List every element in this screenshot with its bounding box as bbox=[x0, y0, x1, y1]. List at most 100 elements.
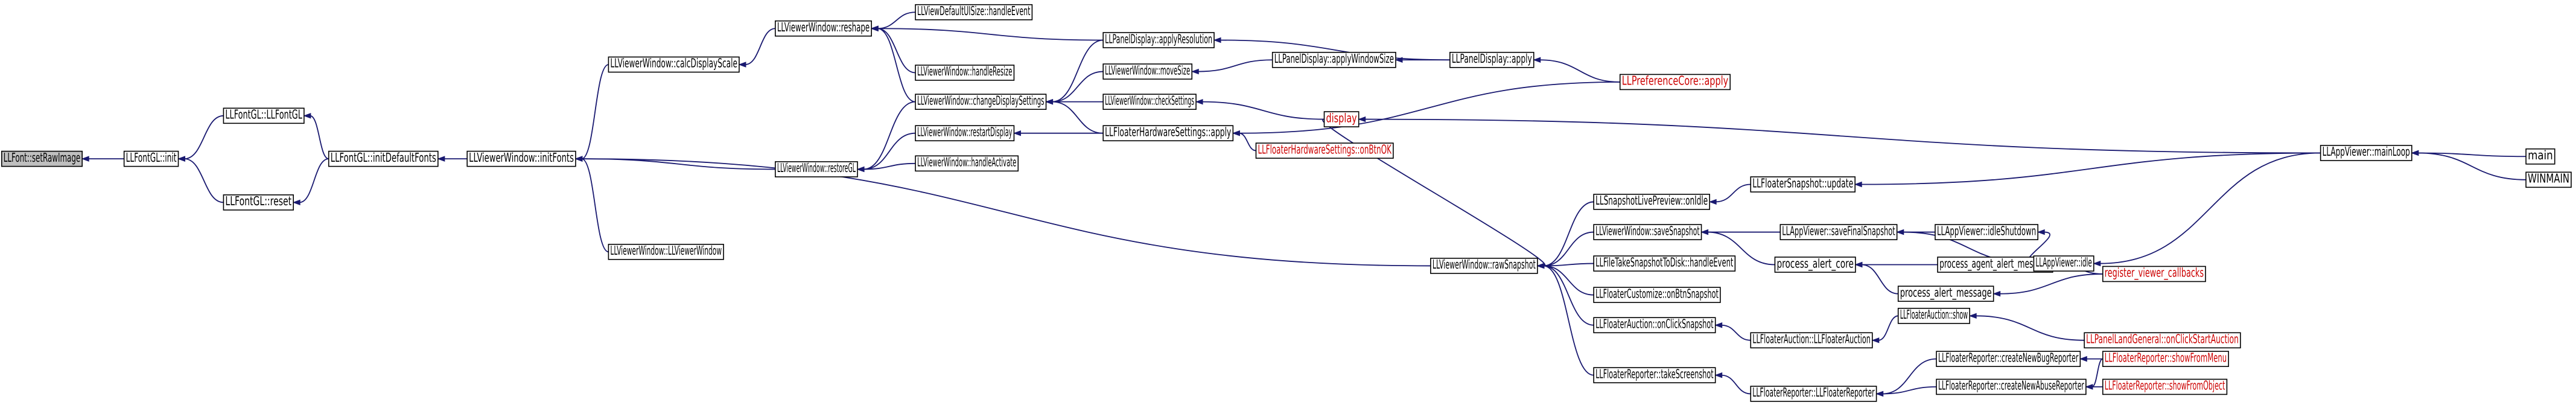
node-label-aucShow: LLFloaterAuction::show bbox=[1900, 307, 1968, 322]
node-initDefaultFonts[interactable]: LLFontGL::initDefaultFonts bbox=[328, 150, 439, 167]
node-box-handleResize bbox=[915, 65, 1015, 81]
edge-arrowhead-abuseRep-to-repCtor bbox=[1875, 391, 1884, 397]
edge-repCtor-to-repShot bbox=[1721, 374, 1751, 395]
node-box-initDefaultFonts bbox=[328, 150, 439, 167]
edge-arrowhead-applyWindowSize-to-moveSize bbox=[1191, 68, 1199, 75]
edge-applyResolution-to-reshape bbox=[877, 28, 1104, 41]
node-setRawImage[interactable]: LLFont::setRawImage bbox=[1, 150, 83, 167]
node-regCb[interactable]: register_viewer_callbacks bbox=[2102, 266, 2206, 282]
node-box-aucSnap bbox=[1593, 317, 1716, 334]
node-applyWindowSize[interactable]: LLPanelDisplay::applyWindowSize bbox=[1271, 51, 1396, 68]
edge-arrowhead-aucCtor-to-aucSnap bbox=[1714, 322, 1723, 328]
node-calcDisplayScale[interactable]: LLViewerWindow::calcDisplayScale bbox=[608, 56, 740, 73]
node-restartDisplay[interactable]: LLViewerWindow::restartDisplay bbox=[915, 124, 1015, 142]
node-saveSnapshot[interactable]: LLViewerWindow::saveSnapshot bbox=[1593, 223, 1702, 240]
node-onIdle[interactable]: LLSnapshotLivePreview::onIdle bbox=[1593, 193, 1710, 210]
node-custSnap[interactable]: LLFloaterCustomize::onBtnSnapshot bbox=[1593, 286, 1721, 303]
edge-aucShow-to-aucCtor bbox=[1878, 315, 1898, 341]
node-label-idle: LLAppViewer::idle bbox=[2035, 255, 2091, 269]
node-mainLoop[interactable]: LLAppViewer::mainLoop bbox=[2320, 144, 2412, 161]
node-repShot[interactable]: LLFloaterReporter::takeScreenshot bbox=[1593, 366, 1716, 383]
node-aucSnap[interactable]: LLFloaterAuction::onClickSnapshot bbox=[1593, 317, 1716, 334]
node-box-custSnap bbox=[1593, 287, 1721, 303]
edge-mainLoop-to-snapUpdate bbox=[1861, 152, 2321, 185]
node-hwOnBtnOK[interactable]: LLFloaterHardwareSettings::onBtnOK bbox=[1255, 142, 1394, 159]
node-label-onIdle: LLSnapshotLivePreview::onIdle bbox=[1595, 193, 1708, 208]
node-initFonts[interactable]: LLViewerWindow::initFonts bbox=[466, 150, 576, 167]
node-label-alertCore: process_alert_core bbox=[1776, 256, 1853, 270]
node-ctor[interactable]: LLFontGL::LLFontGL bbox=[223, 107, 305, 124]
node-label-checkSettings: LLViewerWindow::checkSettings bbox=[1105, 93, 1194, 107]
node-init[interactable]: LLFontGL::init bbox=[123, 150, 179, 167]
edge-repShot-to-rawSnapshot bbox=[1543, 265, 1594, 376]
edge-arrowhead-mainLoop-to-idle bbox=[2093, 260, 2101, 267]
node-panelApply[interactable]: LLPanelDisplay::apply bbox=[1449, 51, 1534, 68]
edge-handleEvent-to-reshape bbox=[877, 11, 916, 30]
edge-onIdle-to-rawSnapshot bbox=[1543, 201, 1594, 267]
edge-showMenu-to-abuseRep bbox=[2091, 358, 2104, 387]
node-handleEvent[interactable]: LLViewDefaultUISize::handleEvent bbox=[915, 4, 1033, 21]
node-restoreGL[interactable]: LLViewerWindow::restoreGL bbox=[775, 161, 858, 177]
edge-handleActivate-to-restoreGL bbox=[863, 162, 916, 170]
node-box-display bbox=[1323, 111, 1360, 127]
edge-restartDisplay-to-restoreGL bbox=[863, 132, 916, 170]
node-label-calcDisplayScale: LLViewerWindow::calcDisplayScale bbox=[610, 56, 737, 71]
node-moveSize[interactable]: LLViewerWindow::moveSize bbox=[1102, 63, 1193, 80]
node-idle[interactable]: LLAppViewer::idle bbox=[2033, 255, 2094, 272]
node-label-snapUpdate: LLFloaterSnapshot::update bbox=[1752, 176, 1853, 190]
node-vwCtor[interactable]: LLViewerWindow::LLViewerWindow bbox=[608, 243, 724, 260]
node-display[interactable]: display bbox=[1323, 110, 1360, 127]
node-hwApply[interactable]: LLFloaterHardwareSettings::apply bbox=[1102, 124, 1234, 142]
node-box-reshape bbox=[775, 20, 872, 37]
node-aucShow[interactable]: LLFloaterAuction::show bbox=[1897, 307, 1970, 324]
edge-landAuc-to-aucShow bbox=[1976, 315, 2085, 341]
edge-arrowhead-applyResolution-to-reshape bbox=[870, 25, 879, 31]
node-box-mainLoop bbox=[2320, 145, 2412, 161]
node-showMenu[interactable]: LLFloaterReporter::showFromMenu bbox=[2102, 350, 2229, 367]
node-box-showMenu bbox=[2102, 351, 2229, 367]
edge-initDefaultFonts-to-reset bbox=[299, 158, 329, 203]
edge-prefApply-to-hwApply bbox=[1239, 81, 1620, 134]
node-label-init: LLFontGL::init bbox=[126, 150, 177, 165]
node-landAuc[interactable]: LLPanelLandGeneral::onClickStartAuction bbox=[2084, 332, 2241, 349]
node-handleResize[interactable]: LLViewerWindow::handleResize bbox=[915, 64, 1015, 81]
node-repCtor[interactable]: LLFloaterReporter::LLFloaterReporter bbox=[1750, 385, 1877, 402]
node-label-vwCtor: LLViewerWindow::LLViewerWindow bbox=[610, 243, 722, 258]
node-label-landAuc: LLPanelLandGeneral::onClickStartAuction bbox=[2086, 332, 2239, 346]
node-alertMsg[interactable]: process_alert_message bbox=[1897, 285, 1994, 302]
node-abuseRep[interactable]: LLFloaterReporter::createNewAbuseReporte… bbox=[1936, 378, 2087, 395]
node-reshape[interactable]: LLViewerWindow::reshape bbox=[775, 20, 872, 37]
node-showObj[interactable]: LLFloaterReporter::showFromObject bbox=[2102, 378, 2228, 395]
node-box-rawSnapshot bbox=[1430, 258, 1538, 274]
node-checkSettings[interactable]: LLViewerWindow::checkSettings bbox=[1102, 93, 1197, 110]
node-prefApply[interactable]: LLPreferenceCore::apply bbox=[1619, 74, 1731, 91]
node-aucCtor[interactable]: LLFloaterAuction::LLFloaterAuction bbox=[1750, 332, 1873, 349]
node-idleShutdown[interactable]: LLAppViewer::idleShutdown bbox=[1935, 223, 2039, 240]
node-alertCore[interactable]: process_alert_core bbox=[1774, 256, 1856, 273]
node-saveFinal[interactable]: LLAppViewer::saveFinalSnapshot bbox=[1779, 223, 1898, 240]
edge-display-to-checkSettings bbox=[1202, 101, 1325, 120]
edge-main-to-mainLoop bbox=[2417, 152, 2527, 158]
edge-arrowhead-hwApply-to-restartDisplay bbox=[1013, 130, 1021, 136]
edge-rawSnapshot-to-initFonts bbox=[581, 158, 1431, 267]
node-box-repShot bbox=[1593, 367, 1716, 383]
node-box-main bbox=[2525, 148, 2555, 165]
node-takeSnapDisk[interactable]: LLFileTakeSnapshotToDisk::handleEvent bbox=[1593, 255, 1736, 272]
node-changeDisplaySettings[interactable]: LLViewerWindow::changeDisplaySettings bbox=[915, 93, 1047, 110]
edge-prefApply-to-panelApply bbox=[1539, 59, 1620, 83]
node-box-abuseRep bbox=[1936, 378, 2087, 395]
node-label-setRawImage: LLFont::setRawImage bbox=[4, 150, 80, 165]
node-label-main: main bbox=[2528, 148, 2553, 162]
node-applyResolution[interactable]: LLPanelDisplay::applyResolution bbox=[1102, 31, 1215, 48]
edge-display-to-rawSnapshot bbox=[1322, 118, 1546, 267]
node-rawSnapshot[interactable]: LLViewerWindow::rawSnapshot bbox=[1430, 257, 1538, 274]
node-label-agentAlert: process_agent_alert_message bbox=[1939, 256, 2051, 270]
node-label-handleResize: LLViewerWindow::handleResize bbox=[917, 64, 1012, 78]
node-bugRep[interactable]: LLFloaterReporter::createNewBugReporter bbox=[1936, 350, 2081, 367]
node-snapUpdate[interactable]: LLFloaterSnapshot::update bbox=[1750, 176, 1856, 193]
node-box-reset bbox=[223, 194, 294, 211]
node-main[interactable]: main bbox=[2525, 148, 2555, 165]
node-handleActivate[interactable]: LLViewerWindow::handleActivate bbox=[915, 155, 1019, 172]
node-reset[interactable]: LLFontGL::reset bbox=[223, 194, 294, 211]
node-winmain[interactable]: WINMAIN bbox=[2525, 171, 2572, 188]
